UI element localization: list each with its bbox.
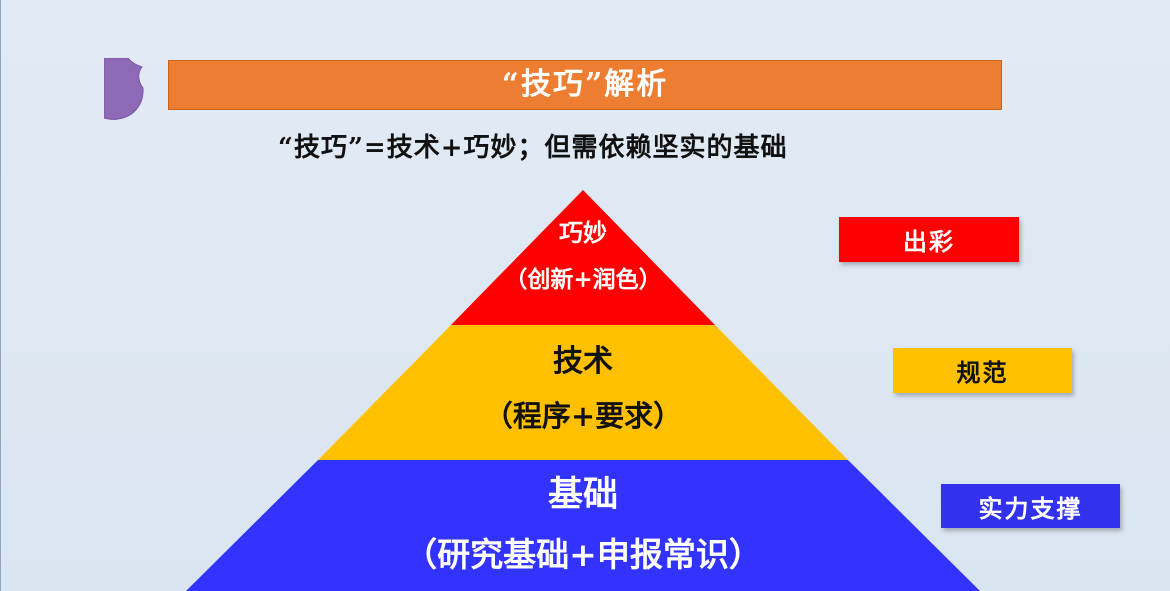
side-label-strength-support: 实力支撑	[941, 484, 1120, 528]
pyramid-bottom-detail: （研究基础+申报常识）	[404, 535, 762, 574]
title-bar: “技巧”解析	[168, 60, 1002, 110]
pyramid-bottom-name: 基础	[548, 474, 618, 515]
pyramid-top-name: 巧妙	[559, 218, 607, 247]
side-label-standard: 规范	[893, 348, 1072, 393]
slide-subtitle: “技巧”=技术+巧妙；但需依赖坚实的基础	[278, 133, 788, 163]
pyramid-middle-detail: （程序+要求）	[484, 399, 682, 433]
slide-left-border	[0, 0, 1, 591]
pyramid-bottom-level	[186, 460, 980, 591]
purple-badge-icon	[104, 58, 144, 120]
side-label-standout: 出彩	[839, 217, 1019, 262]
pyramid-middle-name: 技术	[553, 344, 613, 379]
pyramid-middle-level	[318, 325, 848, 460]
pyramid-top-detail: （创新+润色）	[504, 266, 661, 293]
pyramid-top-level	[451, 190, 715, 325]
page-title: “技巧”解析	[501, 67, 669, 102]
